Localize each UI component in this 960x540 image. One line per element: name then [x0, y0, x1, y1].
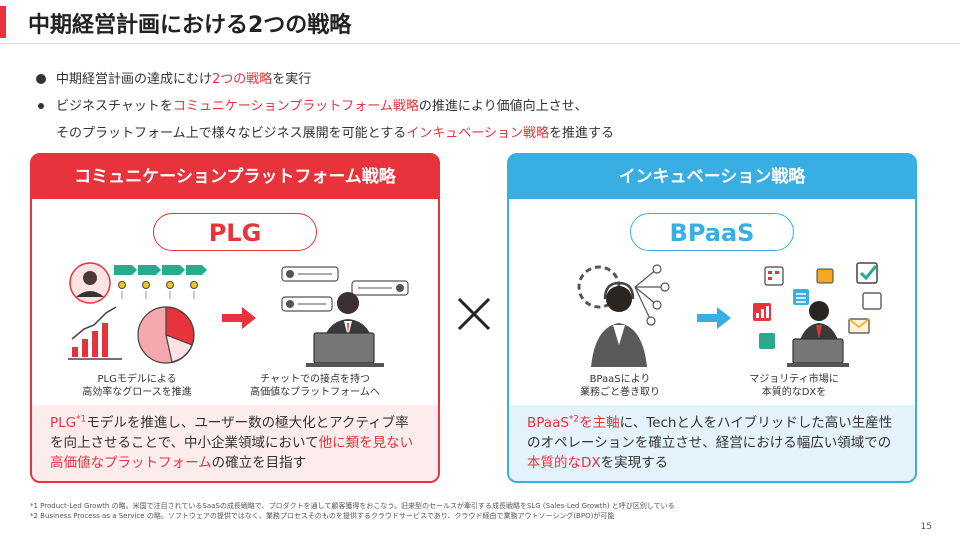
bpaas-description: BPaaS*2を主軸に、Techと人をハイブリッドした高い生産性のオペレーション… — [509, 405, 915, 481]
bullet-list: 中期経営計画の達成にむけ2つの戦略を実行 ビジネスチャットをコミュニケーションプ… — [36, 66, 614, 147]
plg-description: PLG*1モデルを推進し、ユーザー数の極大化とアクティブ率を向上させることで、中… — [32, 405, 438, 481]
footnote-1: *1 Product-Led Growth の略。米国で注目されているSaaSの… — [30, 502, 675, 510]
bullet-item-2-cont: そのプラットフォーム上で様々なビジネス展開を可能とするインキュベーション戦略を推… — [56, 126, 614, 141]
bullet-item-1: 中期経営計画の達成にむけ2つの戦略を実行 — [36, 66, 614, 93]
communication-platform-panel: コミュニケーションプラットフォーム戦略 PLG PLGモデルによる 高効率なグロ… — [30, 153, 440, 483]
highlight-text: インキュベーション戦略 — [406, 126, 549, 141]
multiply-icon — [457, 297, 491, 331]
incubation-panel: インキュベーション戦略 BPaaS BPaaSにより 業務ごと巻き取り — [507, 153, 917, 483]
bullet-dot-icon — [36, 73, 46, 84]
dx-caption: マジョリティ市場に 本質的なDXを — [749, 374, 839, 398]
platform-caption: チャットでの接点を持つ 高価値なプラットフォームへ — [250, 374, 380, 398]
dx-illustration — [753, 262, 882, 367]
title-accent-bar — [0, 6, 6, 38]
footnotes: *1 Product-Led Growth の略。米国で注目されているSaaSの… — [30, 501, 675, 521]
plg-caption: PLGモデルによる 高効率なグロースを推進 — [82, 374, 192, 398]
panel-header: インキュベーション戦略 — [509, 155, 915, 199]
arrow-right-icon — [222, 307, 256, 329]
bullet-dot-icon — [38, 102, 44, 109]
highlight-text: コミュニケーションプラットフォーム戦略 — [172, 99, 419, 114]
operator-illustration — [577, 264, 670, 367]
highlight-text: 2つの戦略 — [212, 72, 273, 87]
bullet-item-2: ビジネスチャットをコミュニケーションプラットフォーム戦略の推進により価値向上させ… — [36, 93, 614, 120]
footnote-2: *2 Business Process as a Service の略。ソフトウ… — [30, 512, 615, 520]
page-title: 中期経営計画における2つの戦略 — [28, 13, 352, 38]
plg-pill: PLG — [153, 213, 317, 251]
bpaas-pill: BPaaS — [630, 213, 794, 251]
title-bar: 中期経営計画における2つの戦略 — [0, 0, 960, 44]
page-number: 15 — [920, 522, 932, 532]
panel-header: コミュニケーションプラットフォーム戦略 — [32, 155, 438, 199]
arrow-right-icon — [697, 307, 731, 329]
bpaas-caption: BPaaSにより 業務ごと巻き取り — [580, 374, 660, 398]
growth-illustration — [68, 262, 207, 364]
chat-platform-illustration — [281, 266, 409, 367]
title-divider — [0, 43, 960, 44]
